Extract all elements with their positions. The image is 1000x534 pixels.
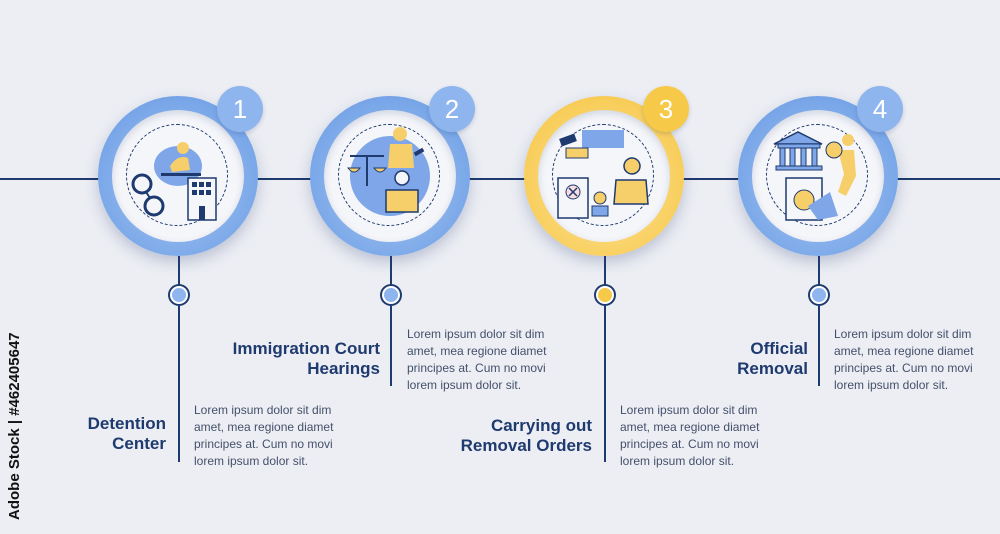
step-2-stem (390, 256, 392, 290)
step-number-badge: 1 (217, 86, 263, 132)
step-2-circle: 2 (310, 86, 475, 256)
judge-scales-icon (346, 127, 430, 216)
step-4-dot (810, 286, 828, 304)
step-number-badge: 3 (643, 86, 689, 132)
step-3-dot (596, 286, 614, 304)
timeline-line (0, 178, 1000, 180)
stock-watermark: Adobe Stock | #462405647 (6, 332, 23, 520)
step-1-connector (178, 306, 180, 462)
gavel-stamp-document-icon (557, 130, 649, 219)
step-4-circle: 4 (738, 86, 903, 256)
step-3-connector (604, 306, 606, 462)
step-3-stem (604, 256, 606, 290)
step-1-dot (170, 286, 188, 304)
step-4-connector (818, 306, 820, 386)
step-3-circle: 3 (524, 86, 689, 256)
step-4-stem (818, 256, 820, 290)
step-number-badge: 2 (429, 86, 475, 132)
step-1-circle: 1 (98, 86, 263, 256)
bank-runner-icon (773, 131, 856, 221)
step-2-connector (390, 306, 392, 386)
step-number-badge: 4 (857, 86, 903, 132)
step-2-dot (382, 286, 400, 304)
step-1-stem (178, 256, 180, 290)
handcuffs-building-icon (131, 142, 217, 221)
